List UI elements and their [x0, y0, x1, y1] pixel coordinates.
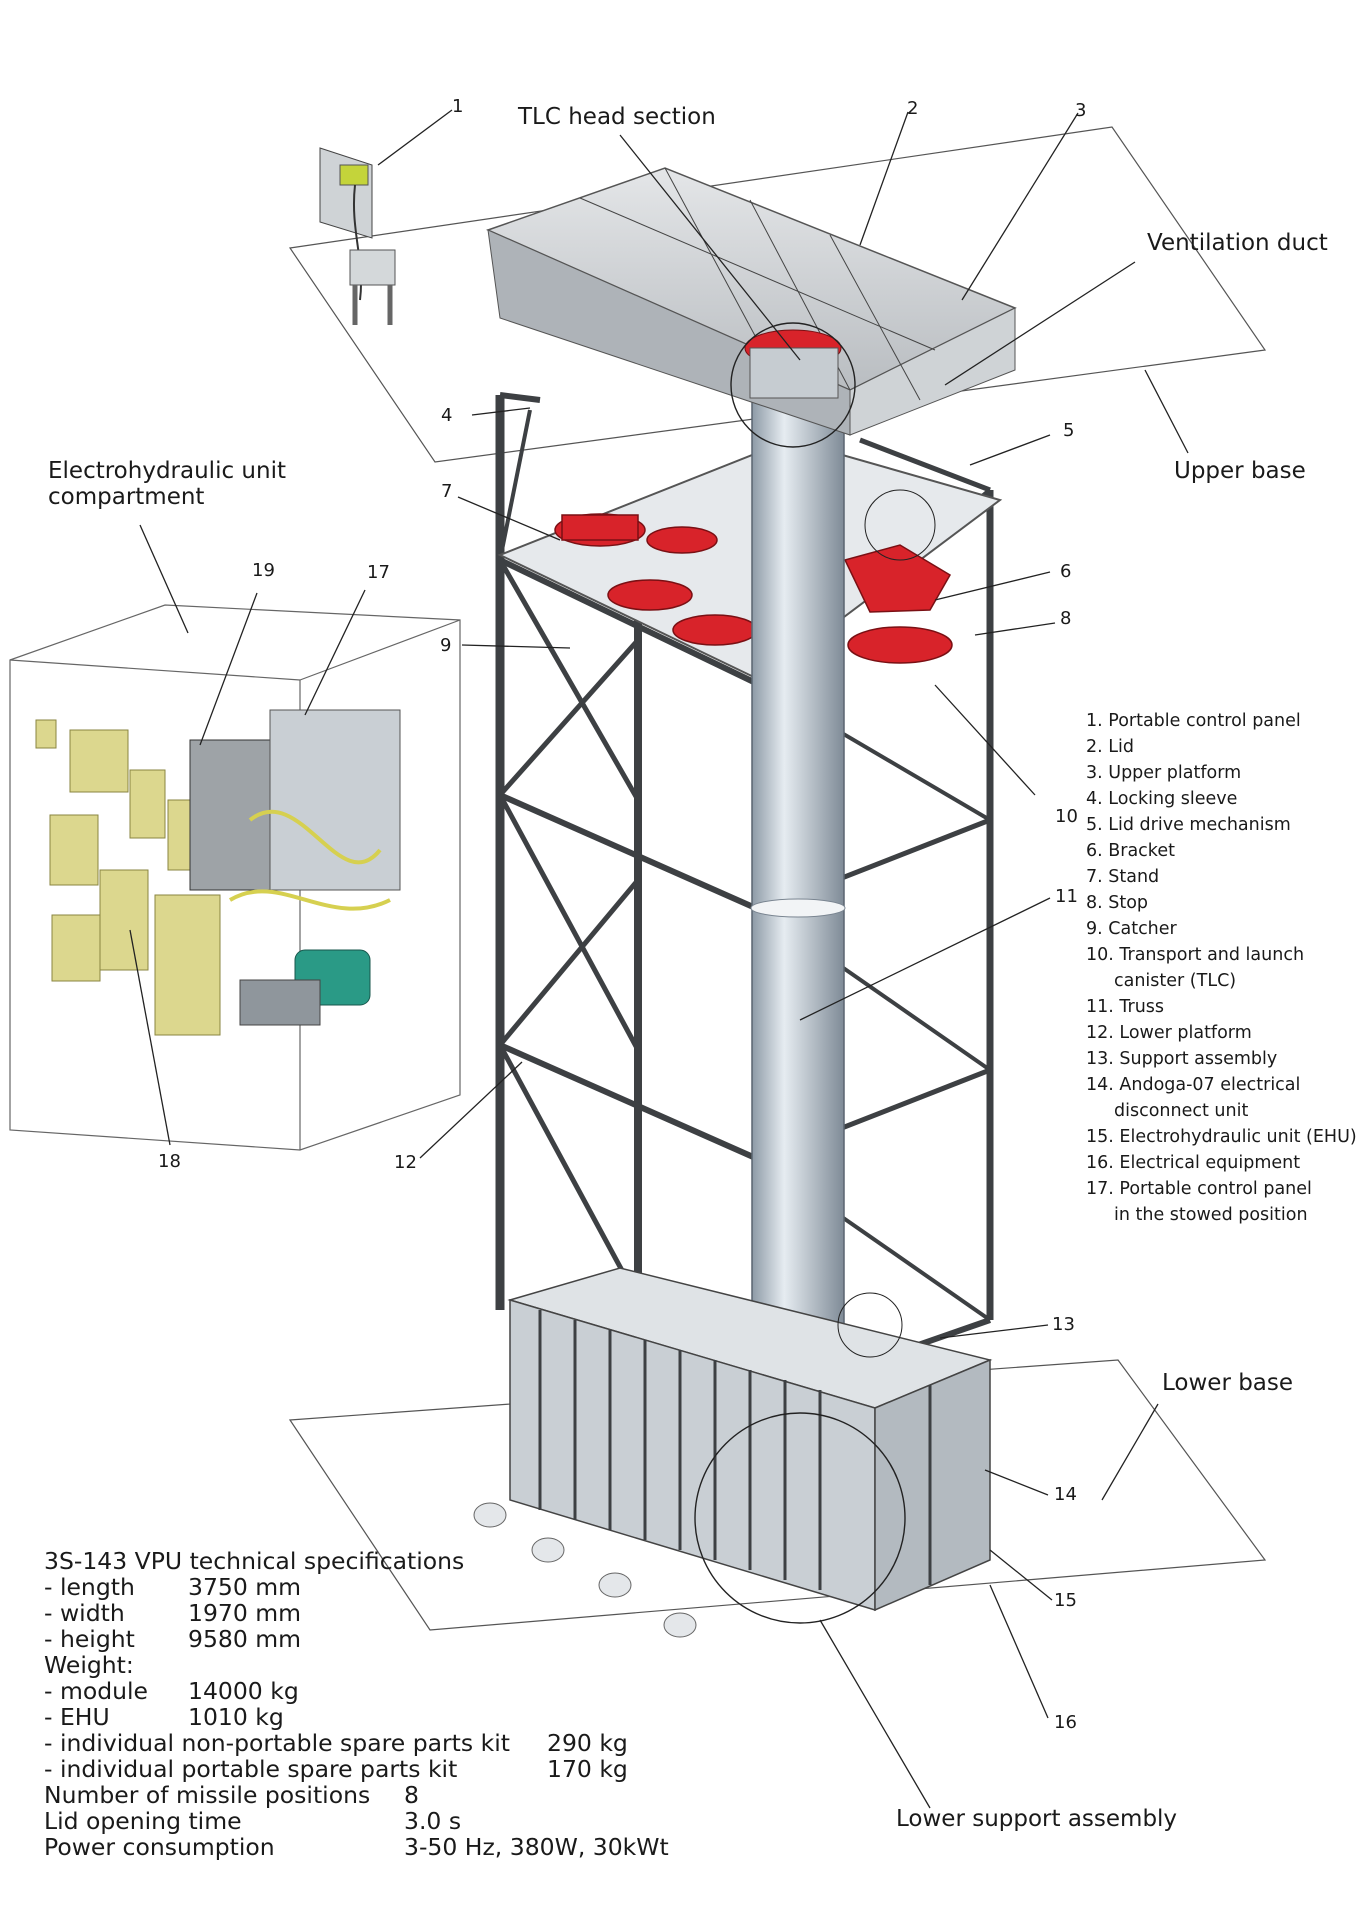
spec-value: 9580 mm	[188, 1625, 302, 1653]
part-number: 12	[394, 1152, 417, 1173]
part-number: 7	[441, 481, 453, 502]
spec-value: 3750 mm	[188, 1573, 302, 1601]
part-number: 16	[1054, 1712, 1077, 1733]
part-number: 13	[1052, 1314, 1075, 1335]
portable-control-panel-part	[319, 147, 396, 325]
legend-item: 7. Stand	[1086, 864, 1371, 890]
part-number: 11	[1055, 886, 1078, 907]
legend-item-text: 11. Truss	[1086, 997, 1165, 1017]
spec-key: Power consumption	[44, 1833, 275, 1861]
legend-item-text: 14. Andoga-07 electrical	[1086, 1075, 1301, 1095]
spec-key: - length	[44, 1573, 135, 1601]
legend-item-text: 3. Upper platform	[1086, 763, 1242, 783]
ventilation-label: Ventilation duct	[1147, 230, 1328, 256]
legend-item-text: 12. Lower platform	[1086, 1023, 1252, 1043]
spec-value: 3.0 s	[404, 1807, 462, 1835]
legend-item: 2. Lid	[1086, 734, 1371, 760]
part-number: 9	[440, 635, 452, 656]
spec-value: 1010 kg	[188, 1703, 284, 1731]
legend-item-text: 4. Locking sleeve	[1086, 789, 1238, 809]
head-section-circle	[730, 322, 856, 448]
part-number: 4	[441, 405, 453, 426]
spec-value: 290 kg	[547, 1729, 628, 1757]
lower-base-label: Lower base	[1162, 1370, 1294, 1396]
lower-support-circle	[694, 1412, 906, 1624]
legend-item: 8. Stop	[1086, 890, 1371, 916]
lid-block	[485, 167, 1017, 436]
legend-item-text: 2. Lid	[1086, 737, 1134, 757]
legend-item-text: 13. Support assembly	[1086, 1049, 1278, 1069]
legend-item: 6. Bracket	[1086, 838, 1371, 864]
part-number: 1	[452, 96, 464, 117]
tlc-head-label: TLC head section	[518, 104, 716, 130]
lower-support-label: Lower support assembly	[896, 1806, 1178, 1832]
spec-key: - EHU	[44, 1703, 110, 1731]
spec-value: 3-50 Hz, 380W, 30kWt	[404, 1833, 669, 1861]
part-number: 6	[1060, 561, 1072, 582]
legend-item: 4. Locking sleeve	[1086, 786, 1371, 812]
part-number: 8	[1060, 608, 1072, 629]
legend-item: 16. Electrical equipment	[1086, 1150, 1371, 1176]
legend-item-continuation: in the stowed position	[1114, 1205, 1308, 1225]
legend-item-text: 8. Stop	[1086, 893, 1149, 913]
spec-key: - height	[44, 1625, 135, 1653]
leader-lines	[129, 109, 1189, 1809]
part-number: 3	[1075, 100, 1087, 121]
part-number: 2	[907, 98, 919, 119]
part-number: 19	[252, 560, 275, 581]
spec-key: - individual non-portable spare parts ki…	[44, 1729, 510, 1757]
part-number: 18	[158, 1151, 181, 1172]
specs-title: 3S-143 VPU technical specifications	[44, 1547, 465, 1575]
tlc-canister	[750, 389, 846, 1418]
legend-item: 11. Truss	[1086, 994, 1371, 1020]
legend-item: 5. Lid drive mechanism	[1086, 812, 1371, 838]
legend-item-text: 1. Portable control panel	[1086, 711, 1301, 731]
part-number: 17	[367, 562, 390, 583]
legend-item: 12. Lower platform	[1086, 1020, 1371, 1046]
upper-base-label: Upper base	[1174, 458, 1306, 484]
legend-item: 17. Portable control panel in the stowed …	[1086, 1176, 1371, 1228]
ehu-compartment-box	[9, 604, 461, 1151]
ehu-compartment-label-1: Electrohydraulic unit	[48, 458, 286, 484]
parts-legend: 1. Portable control panel 2. Lid 3. Upper …	[1086, 708, 1371, 1228]
part-number: 5	[1063, 420, 1075, 441]
legend-item: 15. Electrohydraulic unit (EHU)	[1086, 1124, 1371, 1150]
legend-item-text: 17. Portable control panel	[1086, 1179, 1312, 1199]
lower-support-module	[473, 1267, 993, 1638]
part-number: 14	[1054, 1484, 1077, 1505]
legend-item-text: 9. Catcher	[1086, 919, 1177, 939]
spec-key: Weight:	[44, 1651, 134, 1679]
spec-key: Lid opening time	[44, 1807, 242, 1835]
ehu-compartment-label-2: compartment	[48, 484, 205, 510]
legend-item: 1. Portable control panel	[1086, 708, 1371, 734]
spec-key: - module	[44, 1677, 149, 1705]
legend-item-text: 15. Electrohydraulic unit (EHU)	[1086, 1127, 1357, 1147]
spec-key: - individual portable spare parts kit	[44, 1755, 458, 1783]
spec-value: 8	[404, 1781, 419, 1809]
spec-key: - width	[44, 1599, 125, 1627]
legend-item: 3. Upper platform	[1086, 760, 1371, 786]
legend-item-text: 7. Stand	[1086, 867, 1160, 887]
legend-item-continuation: canister (TLC)	[1114, 971, 1237, 991]
upper-base-plane	[288, 126, 1267, 463]
spec-value: 14000 kg	[188, 1677, 299, 1705]
part-number: 15	[1054, 1590, 1077, 1611]
red-stands	[554, 513, 953, 664]
legend-item: 14. Andoga-07 electrical disconnect unit	[1086, 1072, 1371, 1124]
legend-item: 9. Catcher	[1086, 916, 1371, 942]
legend-item: 10. Transport and launch canister (TLC)	[1086, 942, 1371, 994]
legend-item: 13. Support assembly	[1086, 1046, 1371, 1072]
legend-item-text: 10. Transport and launch	[1086, 945, 1305, 965]
legend-item-text: 6. Bracket	[1086, 841, 1175, 861]
spec-key: Number of missile positions	[44, 1781, 371, 1809]
part-number: 10	[1055, 806, 1078, 827]
legend-item-text: 5. Lid drive mechanism	[1086, 815, 1291, 835]
legend-item-text: 16. Electrical equipment	[1086, 1153, 1301, 1173]
spec-value: 170 kg	[547, 1755, 628, 1783]
spec-value: 1970 mm	[188, 1599, 302, 1627]
legend-item-continuation: disconnect unit	[1114, 1101, 1249, 1121]
